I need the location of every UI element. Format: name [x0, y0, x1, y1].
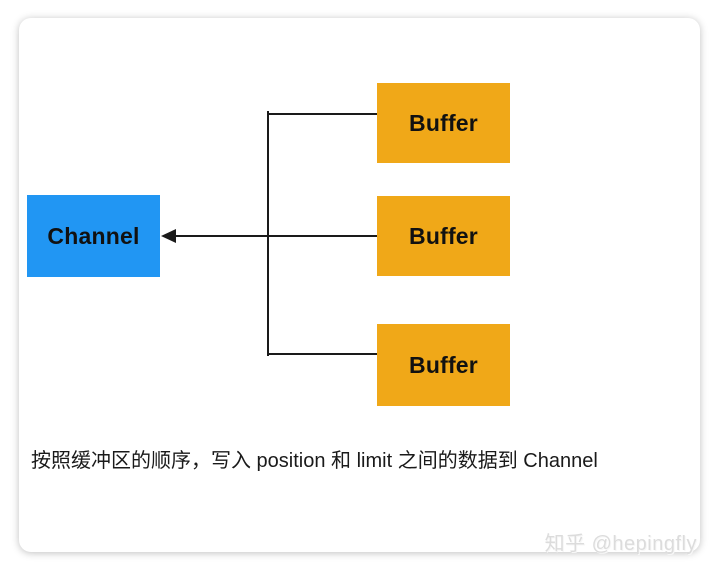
buffer-node-1: Buffer [377, 83, 510, 163]
buffer-node-3: Buffer [377, 324, 510, 406]
buffer-node-label: Buffer [409, 222, 478, 249]
buffer-node-label: Buffer [409, 351, 478, 378]
channel-node: Channel [27, 195, 160, 277]
arrow-left-icon [161, 229, 176, 243]
channel-node-label: Channel [47, 222, 140, 249]
diagram-card: Channel Buffer Buffer Buffer 按照缓冲区的顺序，写入… [19, 18, 700, 555]
connector-vertical-line [267, 111, 269, 356]
connector-middle-line [175, 235, 377, 237]
connector-bottom-line [267, 353, 377, 355]
buffer-node-label: Buffer [409, 109, 478, 136]
caption-text: 按照缓冲区的顺序，写入 position 和 limit 之间的数据到 Chan… [31, 450, 598, 472]
connector-top-line [267, 113, 377, 115]
watermark-text: 知乎 @hepingfly [544, 533, 697, 555]
buffer-node-2: Buffer [377, 196, 510, 276]
